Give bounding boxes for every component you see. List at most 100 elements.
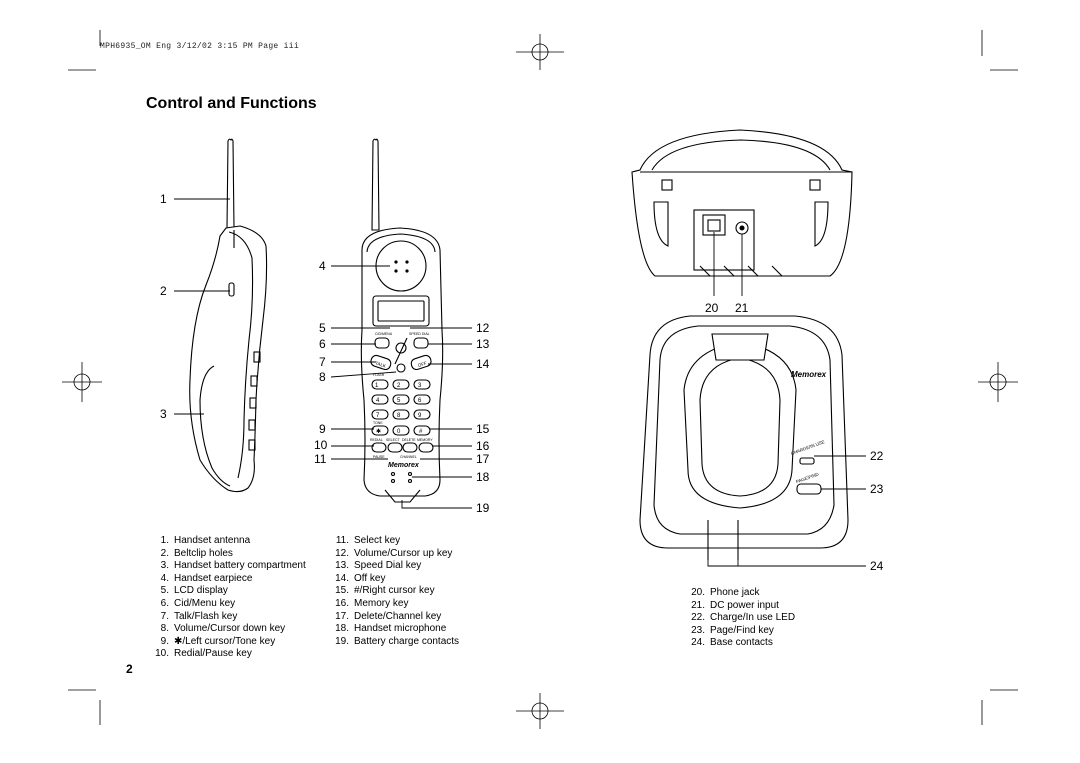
select-label: SELECT <box>386 438 400 442</box>
callout-3: 3 <box>160 407 167 421</box>
legend-item: 7.Talk/Flash key <box>152 611 306 624</box>
callout-10: 10 <box>314 438 328 452</box>
legend-item-label: DC power input <box>710 599 779 611</box>
page-title: Control and Functions <box>146 95 317 112</box>
legend-item-label: #/Right cursor key <box>354 585 435 597</box>
callout-6: 6 <box>319 337 326 351</box>
legend-item-number: 14. <box>335 572 349 584</box>
legend-item: 15.#/Right cursor key <box>327 585 459 598</box>
select-key <box>387 442 403 453</box>
registration-target-right <box>978 362 1018 402</box>
legend-item-label: LCD display <box>174 585 228 597</box>
legend-item-label: Page/Find key <box>710 624 774 636</box>
foot-left <box>661 179 673 191</box>
legend-item-label: Handset microphone <box>354 623 447 635</box>
registration-target-bottom <box>516 693 564 729</box>
legend-item: 23.Page/Find key <box>683 625 795 638</box>
legend-item-label: Base contacts <box>710 637 773 649</box>
callout-24: 24 <box>870 559 884 573</box>
legend-item: 24.Base contacts <box>683 637 795 650</box>
beltclip-hole <box>228 282 235 297</box>
legend-item: 8.Volume/Cursor down key <box>152 623 306 636</box>
callout-8: 8 <box>319 370 326 384</box>
tone-label: TONE <box>373 421 383 425</box>
handset-body-side <box>189 225 268 493</box>
legend-item-number: 12. <box>335 547 349 559</box>
legend-item-label: Memory key <box>354 597 409 609</box>
key-8: 8 <box>397 413 401 419</box>
speed-dial-key <box>413 337 429 349</box>
charge-contacts <box>384 489 421 503</box>
page-number: 2 <box>126 662 133 676</box>
legend-item-number: 3. <box>160 560 169 572</box>
key-5: 5 <box>397 398 401 404</box>
memory-label: MEMORY <box>417 438 433 442</box>
key-hash: # <box>419 429 423 435</box>
delete-key <box>402 442 418 453</box>
key-2: 2 <box>397 383 401 389</box>
key-1: 1 <box>375 383 379 389</box>
legend-item-number: 19. <box>335 635 349 647</box>
redial-key <box>371 442 387 453</box>
legend-item: 18. Handset microphone <box>327 623 459 636</box>
antenna-front <box>371 138 380 231</box>
legend-item-label: Delete/Channel key <box>354 610 442 622</box>
legend-item-label: Volume/Cursor up key <box>354 547 453 559</box>
callout-17: 17 <box>476 452 490 466</box>
key-0: 0 <box>397 429 401 435</box>
legend-item-number: 13. <box>335 560 349 572</box>
callout-19: 19 <box>476 501 490 515</box>
legend-item: 11.Select key <box>327 535 459 548</box>
legend-item: 1. Handset antenna <box>152 535 306 548</box>
callout-11: 11 <box>314 452 327 466</box>
foot-right <box>809 179 821 191</box>
callout-7: 7 <box>319 355 326 369</box>
callout-16: 16 <box>476 439 490 453</box>
delete-label: DELETE <box>402 438 416 442</box>
registration-target-left <box>62 362 102 402</box>
key-star: ✱ <box>376 428 381 435</box>
legend-item-label: Select key <box>354 535 401 546</box>
redial-label: REDIAL <box>370 438 383 442</box>
base-brand-logo: Memorex <box>791 370 827 379</box>
off-label: OFF <box>417 360 427 368</box>
side-keys <box>248 351 261 451</box>
cid-menu-key <box>374 337 390 349</box>
legend-item-label: Battery charge contacts <box>354 635 460 647</box>
legend-item-label: Volume/Cursor down key <box>174 623 286 635</box>
talk-key <box>370 354 392 371</box>
legend-item-number: 18. <box>335 623 349 635</box>
callout-4: 4 <box>319 259 326 273</box>
key-6: 6 <box>418 398 422 404</box>
callout-15: 15 <box>476 422 490 436</box>
callout-12: 12 <box>476 321 490 335</box>
legend-item-number: 9. <box>160 635 169 647</box>
legend-item-number: 5. <box>160 585 169 597</box>
keypad <box>371 379 431 436</box>
channel-label: CHANNEL <box>400 455 417 459</box>
legend-item-number: 16. <box>335 597 349 609</box>
legend-item-number: 20. <box>691 587 705 598</box>
legend-item-number: 10. <box>155 648 169 660</box>
callout-23: 23 <box>870 482 884 496</box>
handset-brand-logo: Memorex <box>388 462 420 469</box>
microphone <box>390 471 396 477</box>
legend-item-number: 1. <box>160 535 169 546</box>
legend-item-number: 6. <box>160 597 169 609</box>
legend-item: 12. Volume/Cursor up key <box>327 548 459 561</box>
legend-item-label: Handset antenna <box>174 535 251 546</box>
key-9: 9 <box>418 413 422 419</box>
cradle-hook <box>711 333 769 361</box>
legend-item-number: 4. <box>160 572 169 584</box>
callout-21: 21 <box>735 301 749 315</box>
legend-item-label: Off key <box>354 572 386 584</box>
legend-item: 20.Phone jack <box>683 587 795 600</box>
legend-item: 19. Battery charge contacts <box>327 636 459 649</box>
print-header: MPH6935_OM Eng 3/12/02 3:15 PM Page iii <box>100 42 299 51</box>
